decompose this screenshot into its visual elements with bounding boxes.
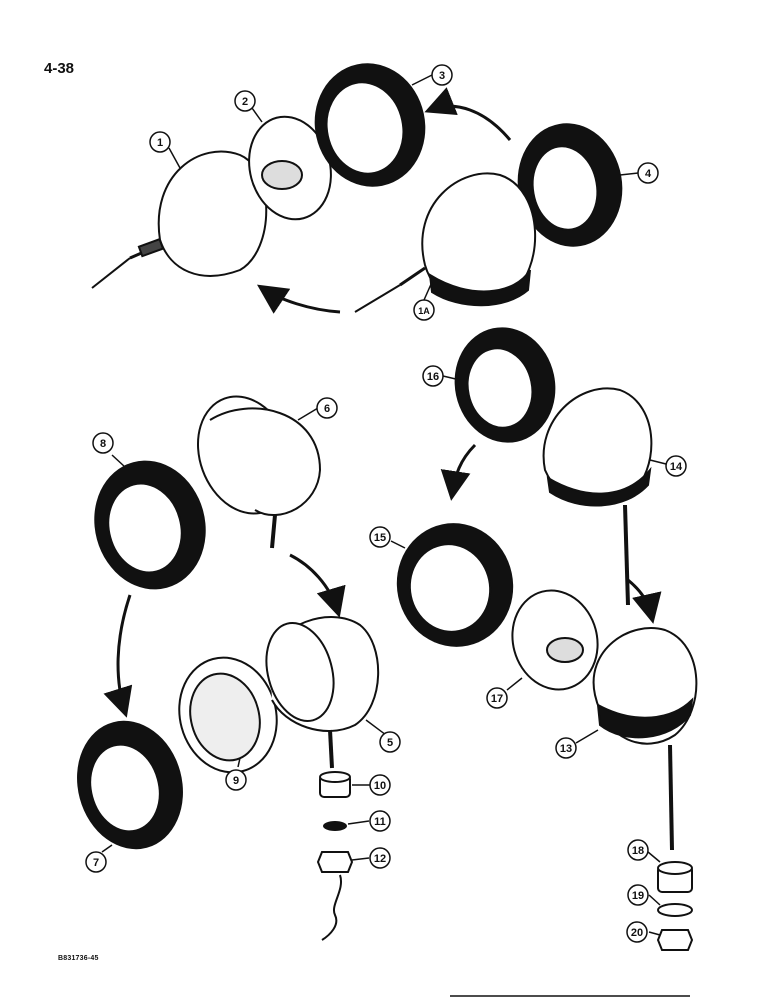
part-18-spacer	[657, 861, 693, 893]
callout-8: 8	[92, 432, 114, 454]
part-15-bezel-ring	[396, 523, 514, 647]
callout-15: 15	[369, 526, 391, 548]
svg-text:2: 2	[242, 96, 248, 108]
svg-text:16: 16	[427, 371, 439, 383]
svg-text:1: 1	[157, 137, 163, 149]
svg-text:19: 19	[632, 890, 644, 902]
callout-6: 6	[316, 397, 338, 419]
callout-4: 4	[637, 162, 659, 184]
part-13-lamp-housing	[592, 627, 698, 851]
svg-text:15: 15	[374, 532, 386, 544]
part-19-lock-washer	[657, 903, 693, 917]
callout-19: 19	[627, 884, 649, 906]
svg-text:18: 18	[632, 845, 644, 857]
part-6-lamp-housing	[196, 395, 322, 549]
part-11-washer	[323, 821, 347, 831]
part-1A-lamp-housing	[354, 172, 536, 313]
assembly-arrows	[103, 87, 662, 718]
part-10-spacer	[319, 771, 351, 798]
callout-1A: 1A	[413, 299, 435, 321]
svg-text:20: 20	[631, 927, 643, 939]
svg-text:6: 6	[324, 403, 330, 415]
callout-18: 18	[627, 839, 649, 861]
part-5-lamp-housing	[265, 616, 380, 769]
svg-text:9: 9	[233, 775, 239, 787]
svg-text:10: 10	[374, 780, 386, 792]
callout-5: 5	[379, 731, 401, 753]
part-12-nut	[316, 851, 354, 941]
svg-text:8: 8	[100, 438, 106, 450]
callout-17: 17	[486, 687, 508, 709]
part-7-rubber-ring	[77, 720, 183, 850]
callout-1: 1	[149, 131, 171, 153]
callout-12: 12	[369, 847, 391, 869]
callout-16: 16	[422, 365, 444, 387]
callout-2: 2	[234, 90, 256, 112]
leader-lines	[101, 74, 667, 936]
callout-9: 9	[225, 769, 247, 791]
svg-text:14: 14	[670, 461, 683, 473]
callout-13: 13	[555, 737, 577, 759]
callout-11: 11	[369, 810, 391, 832]
svg-text:11: 11	[374, 816, 386, 828]
svg-text:17: 17	[491, 693, 503, 705]
callout-7: 7	[85, 851, 107, 873]
page-number: 4-38	[44, 60, 75, 77]
part-8-bezel-ring	[94, 460, 206, 590]
callout-10: 10	[369, 774, 391, 796]
svg-text:12: 12	[374, 853, 386, 865]
part-9-sealed-beam	[178, 656, 278, 774]
part-4-rubber-ring	[517, 123, 623, 247]
svg-text:13: 13	[560, 743, 572, 755]
drawing-reference-code: B831736-45	[58, 955, 99, 962]
svg-text:4: 4	[645, 168, 652, 180]
part-14-lamp-housing	[542, 387, 653, 606]
svg-text:1A: 1A	[418, 306, 430, 316]
part-17-sealed-beam	[511, 589, 599, 691]
svg-text:7: 7	[93, 857, 99, 869]
callout-14: 14	[665, 455, 687, 477]
svg-text:3: 3	[439, 70, 445, 82]
part-20-nut	[656, 929, 694, 951]
part-16-rubber-ring	[454, 327, 556, 443]
part-1-lamp-housing	[91, 150, 268, 289]
svg-text:5: 5	[387, 737, 393, 749]
callout-3: 3	[431, 64, 453, 86]
part-3-bezel-ring	[314, 63, 426, 187]
callout-20: 20	[626, 921, 648, 943]
